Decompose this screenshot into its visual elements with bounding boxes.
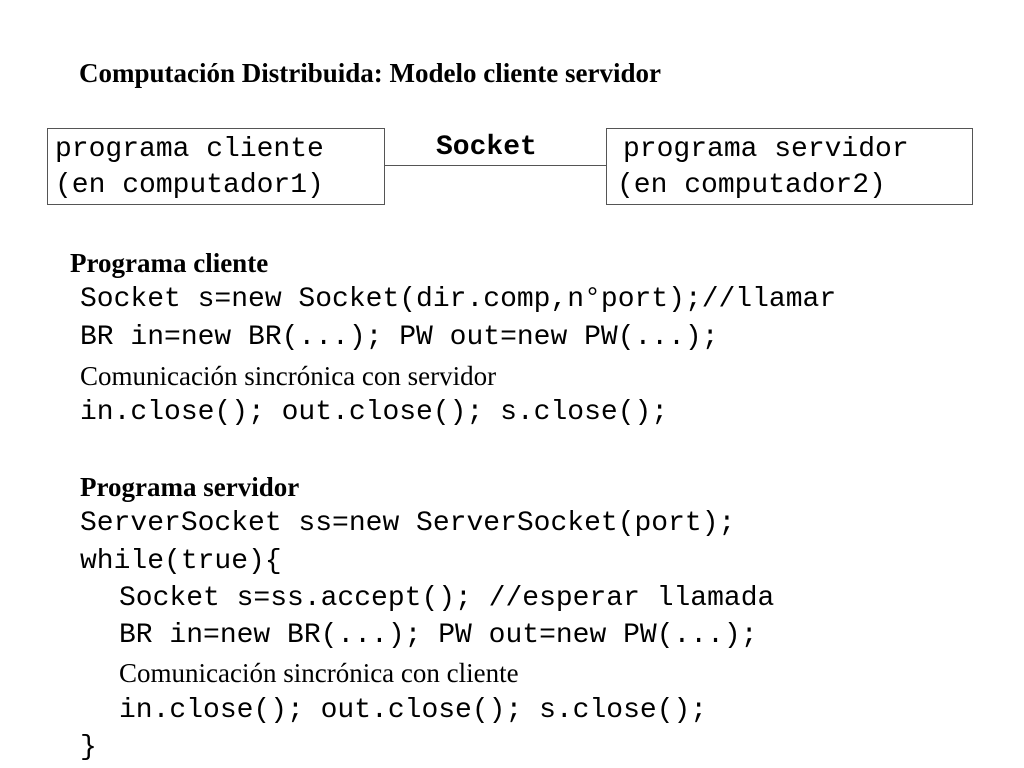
server-box-line-2: (en computador2) — [617, 170, 886, 201]
socket-label: Socket — [436, 132, 537, 163]
client-prose-line: Comunicación sincrónica con servidor — [80, 361, 497, 391]
server-code-line: ServerSocket ss=new ServerSocket(port); — [80, 508, 736, 539]
slide-title: Computación Distribuida: Modelo cliente … — [79, 58, 661, 88]
client-section-heading: Programa cliente — [70, 248, 269, 278]
client-box-line-2: (en computador1) — [55, 170, 324, 201]
server-code-line: BR in=new BR(...); PW out=new PW(...); — [119, 620, 758, 651]
server-code-line: Socket s=ss.accept(); //esperar llamada — [119, 583, 775, 614]
server-section-heading: Programa servidor — [80, 472, 300, 502]
server-prose-line: Comunicación sincrónica con cliente — [119, 658, 519, 688]
server-program-box: programa servidor (en computador2) — [606, 128, 973, 205]
server-code-line: in.close(); out.close(); s.close(); — [119, 695, 708, 726]
server-code-line: while(true){ — [80, 546, 282, 577]
server-box-line-1: programa servidor — [623, 134, 909, 165]
server-code-line: } — [80, 732, 97, 763]
socket-connector-line — [385, 165, 606, 166]
client-code-line: BR in=new BR(...); PW out=new PW(...); — [80, 322, 719, 353]
client-code-line: in.close(); out.close(); s.close(); — [80, 397, 669, 428]
client-box-line-1: programa cliente — [55, 134, 324, 165]
client-program-box: programa cliente (en computador1) — [47, 128, 385, 205]
client-code-line: Socket s=new Socket(dir.comp,n°port);//l… — [80, 284, 837, 315]
